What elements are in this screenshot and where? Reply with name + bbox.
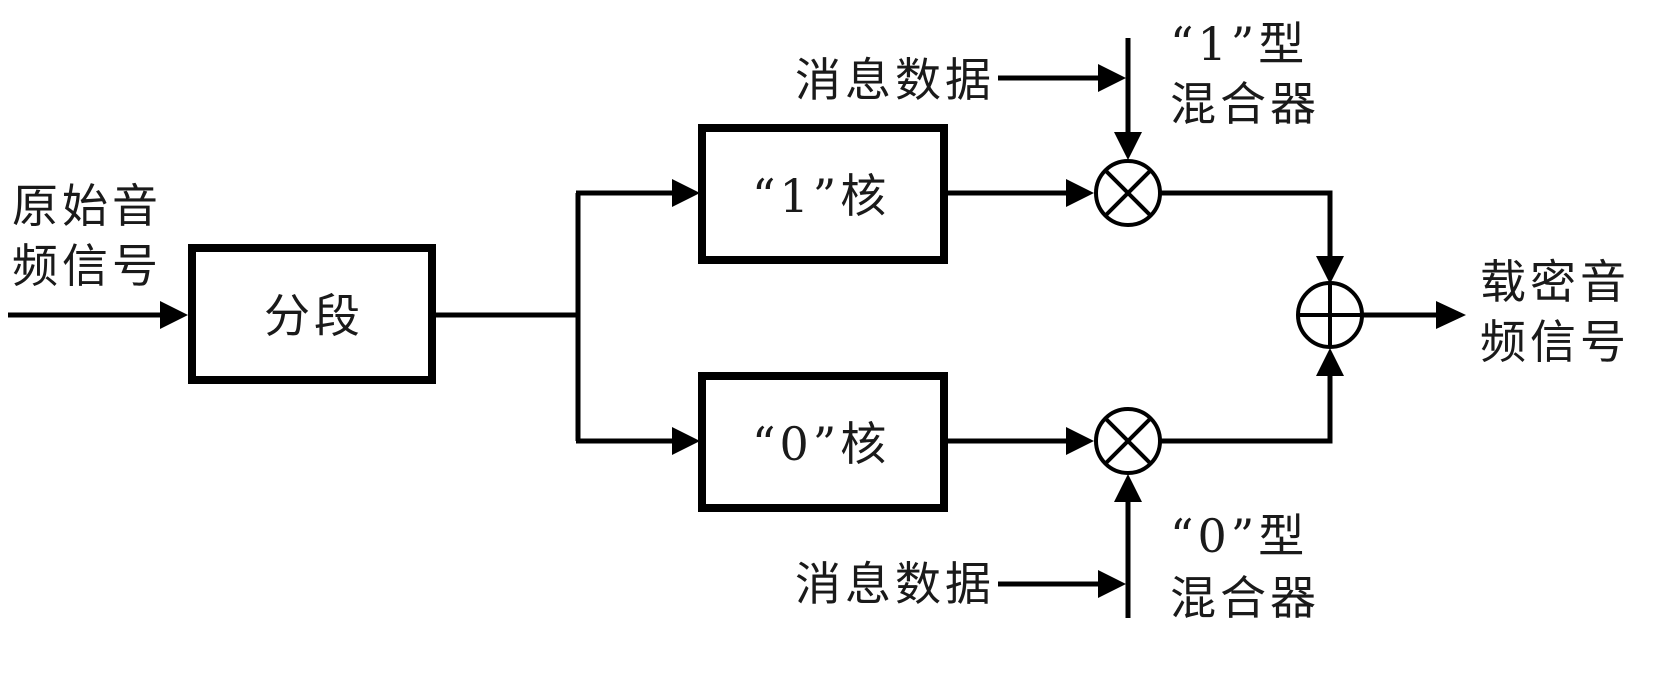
kernel-zero-label: “0”核 xyxy=(752,417,890,471)
message-bottom-arrowhead xyxy=(1098,570,1126,598)
split-bottom-arrowhead xyxy=(672,427,700,455)
message-data-bottom-label: 消息数据 xyxy=(795,557,995,611)
mixer-zero-multiply-icon xyxy=(1094,407,1162,475)
message-top-arrowhead xyxy=(1098,64,1126,92)
mixer-one-to-adder-wire xyxy=(1160,190,1333,258)
input-label-line2: 频信号 xyxy=(12,239,162,293)
mixer-one-multiply-icon xyxy=(1094,159,1162,227)
input-label-line1: 原始音 xyxy=(12,179,162,233)
mixer-one-label-line1: “1”型 xyxy=(1170,17,1308,71)
message-data-top-label: 消息数据 xyxy=(795,53,995,107)
output-label-line2: 频信号 xyxy=(1480,315,1630,369)
input-arrowhead xyxy=(160,301,188,329)
segment-block xyxy=(188,244,436,384)
kernel-one-to-mixer-arrowhead xyxy=(1066,179,1094,207)
segment-block-label: 分段 xyxy=(264,289,364,343)
kernel-zero-block xyxy=(698,372,948,512)
mixer-zero-label-line1: “0”型 xyxy=(1170,509,1308,563)
output-label-line1: 载密音 xyxy=(1480,255,1630,309)
mixer-zero-to-adder-wire xyxy=(1160,374,1333,444)
mixer-zero-up-arrowhead xyxy=(1114,474,1142,502)
adder-plus-icon xyxy=(1296,281,1364,349)
mixer-one-down-arrowhead xyxy=(1114,132,1142,160)
output-arrowhead xyxy=(1436,301,1466,329)
kernel-one-label: “1”核 xyxy=(752,169,890,223)
mixer-one-label-line2: 混合器 xyxy=(1170,77,1320,131)
adder-top-arrowhead xyxy=(1316,256,1344,284)
kernel-zero-to-mixer-arrowhead xyxy=(1066,427,1094,455)
mixer-zero-label-line2: 混合器 xyxy=(1170,571,1320,625)
adder-bottom-arrowhead xyxy=(1316,348,1344,376)
split-top-arrowhead xyxy=(672,179,700,207)
kernel-one-block xyxy=(698,124,948,264)
